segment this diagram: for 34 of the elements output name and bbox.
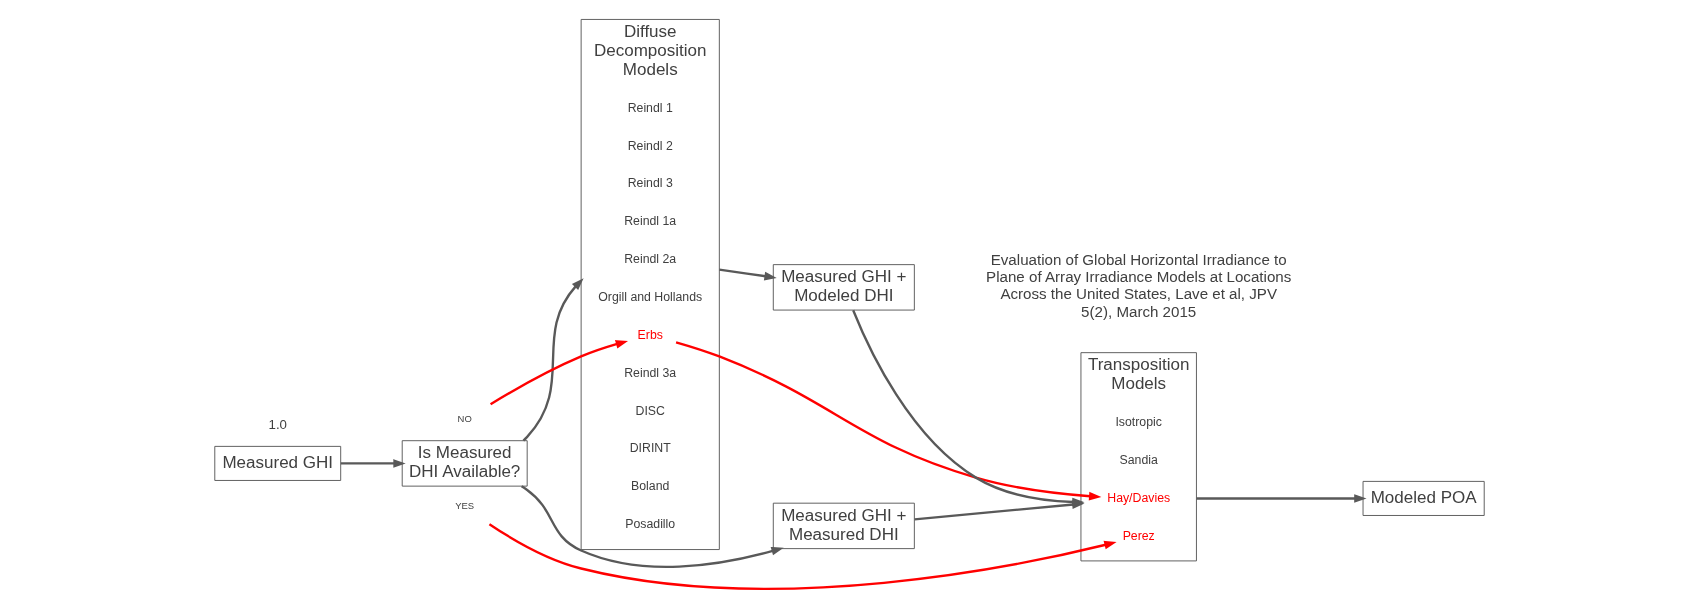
arrow [488,523,1117,590]
node-text: DIRINT [629,441,671,456]
node-box: Is Measured DHI Available? [401,440,528,487]
arrow [340,459,406,468]
node-text: Posadillo [624,517,675,532]
node-box: Measured GHI + Modeled DHI [772,264,915,311]
node-text: Hay/Davies [1106,490,1170,505]
node-text: Isotropic [1114,414,1162,429]
node-text: Boland [630,479,669,494]
node-text: YES [454,500,474,512]
node-text: Reindl 2 [627,138,673,153]
arrow [1195,494,1367,503]
label: Evaluation of Global Horizontal Irradiance to Plane of Array Irradiance Models at Locations Across the United States, Lave et al, JPV 5(2), March 2015 [985,251,1291,320]
node-text: Reindl 3 [627,176,673,191]
arrow [520,485,784,568]
node-text: NO [457,413,472,425]
node-text: Erbs [637,327,663,342]
arrow [489,340,628,406]
node-text: Perez [1122,528,1155,543]
arrow [718,268,777,281]
node-text: Reindl 1 [627,100,673,115]
node-box: Measured GHI + Measured DHI [772,502,915,550]
arrow [675,341,1101,501]
node-text: Reindl 2a [623,252,676,267]
node-text: Reindl 3a [623,365,676,380]
label: 1.0 [268,417,287,433]
node-box: Modeled POA [1362,480,1485,516]
node-text: DISC [635,403,665,418]
node-text: Reindl 1a [623,214,676,229]
node-box: Measured GHI [213,445,341,481]
node-text: Sandia [1119,452,1158,467]
arrow [913,500,1084,521]
arrow [522,278,584,442]
node-text: Orgill and Hollands [597,289,702,304]
